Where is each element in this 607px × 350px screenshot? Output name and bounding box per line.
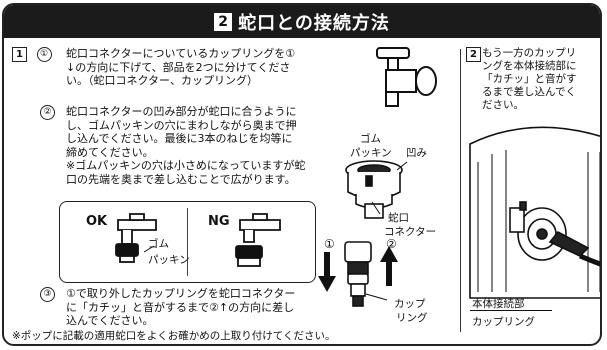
step2-line: るまで差し込んでく [482, 86, 576, 98]
step1-sub1-line: ↓の方向に下げて、部品を2つに分けてくださ [66, 60, 291, 74]
hekomi-label: 凹み [406, 147, 427, 159]
unit-connection-illustration [469, 126, 600, 299]
step1-sub1-text: 蛇口コネクターについているカップリングを① ↓の方向に下げて、部品を2つに分けて… [66, 47, 336, 88]
ok-ng-illustration: OK NG [59, 201, 316, 283]
section-header: 2 蛇口との接続方法 [4, 5, 600, 38]
step1-sub2-line: 蛇口コネクターの凹み部分が蛇口に合うように [66, 105, 297, 118]
step1-sub3-text: ①で取り外したカップリングを蛇口コネクター に「カチッ」と音がするまで②↑の方向… [66, 287, 336, 328]
connector-label-2: コネクター [384, 226, 437, 238]
step2-text: もう一方のカップリ ングを本体接続部に 「カチッ」と音がす るまで差し込んでく … [482, 47, 600, 112]
faucet-drawing [376, 47, 437, 107]
arrow2-label: ② [386, 237, 397, 251]
step1-sub3-number: ③ [40, 287, 55, 302]
connector-drawing [345, 160, 403, 219]
step1-sub1: 1 ① [12, 47, 52, 62]
ng-faucet-drawing [235, 213, 281, 267]
ok-faucet-drawing [115, 213, 157, 263]
step1-sub2-line: ※ゴムパッキンの穴は小さめになっていますが蛇 [66, 159, 306, 172]
coupling-drawing [344, 241, 372, 307]
step1-sub3-line: 込んでください。 [66, 314, 154, 327]
step2-number-wrap: 2 [466, 47, 481, 62]
step2-line: ングを本体接続部に [482, 60, 577, 72]
coupling-label-1: カップ [394, 298, 426, 310]
step2-line: 「カチッ」と音がす [482, 73, 577, 85]
direction-arrows [318, 246, 398, 292]
step1-sub3-line: ①で取り外したカップリングを蛇口コネクター [66, 287, 296, 300]
step1-sub2-line: し、ゴムパッキンの穴にまわしながら奥まで押 [66, 118, 297, 132]
arrow1-label: ① [324, 237, 335, 251]
step1-sub1-line: い。（蛇口コネクター、カップリング） [66, 74, 258, 87]
step2-line: もう一方のカップリ [482, 47, 577, 59]
gomu-label-2: パッキン [350, 147, 392, 159]
hose-reel-drawing [509, 201, 600, 267]
instruction-panel: 2 蛇口との接続方法 1 ① 蛇口コネクターについているカップリングを① ↓の方… [2, 3, 602, 346]
step1-sub2-text: 蛇口コネクターの凹み部分が蛇口に合うように し、ゴムパッキンの穴にまわしながら奥… [66, 105, 346, 186]
section-number-badge: 2 [214, 12, 233, 31]
step1-sub2-line: 口の先端を奥まで差し込むことで広がります。 [66, 172, 296, 186]
unit-coupling-label: カップリング [472, 316, 535, 328]
connector-label-1: 蛇口 [388, 212, 409, 224]
section-title: 蛇口との接続方法 [238, 12, 390, 34]
step1-sub3-number-wrap: ③ [40, 287, 55, 302]
step2-line: ださい。 [482, 99, 524, 111]
step1-sub2-line: 締めてください。 [66, 145, 154, 159]
footer-note: ※ポップに記載の適用蛇口をよくお確かめの上取り付けてください。 [12, 330, 336, 342]
ok-gomu-label-2: パッキン [148, 254, 190, 266]
ok-ng-faucets [115, 213, 281, 267]
column-divider [460, 49, 461, 332]
ok-label: OK [86, 214, 108, 229]
gomu-label-1: ゴム [360, 133, 381, 145]
step1-sub1-line: 蛇口コネクターについているカップリングを① [66, 47, 296, 60]
step1-number-box: 1 [12, 47, 27, 62]
step1-sub1-number: ① [36, 47, 52, 62]
label-underline [470, 310, 552, 311]
step1-sub2-line: し込んでください。最後に3本のねじを均等に [66, 132, 293, 145]
coupling-label-2: リング [396, 312, 428, 324]
step2-number-box: 2 [466, 47, 481, 62]
faucet-illustration [318, 47, 437, 307]
ok-gomu-label-1: ゴム [148, 238, 169, 250]
step1-sub3-line: に「カチッ」と音がするまで②↑の方向に差し [66, 300, 295, 314]
step1-sub2-number-wrap: ② [40, 105, 55, 120]
ok-ng-divider [187, 208, 188, 276]
body-connection-label: 本体接続部 [472, 298, 525, 310]
ng-label: NG [208, 214, 230, 229]
step1-sub2-number: ② [40, 105, 55, 120]
